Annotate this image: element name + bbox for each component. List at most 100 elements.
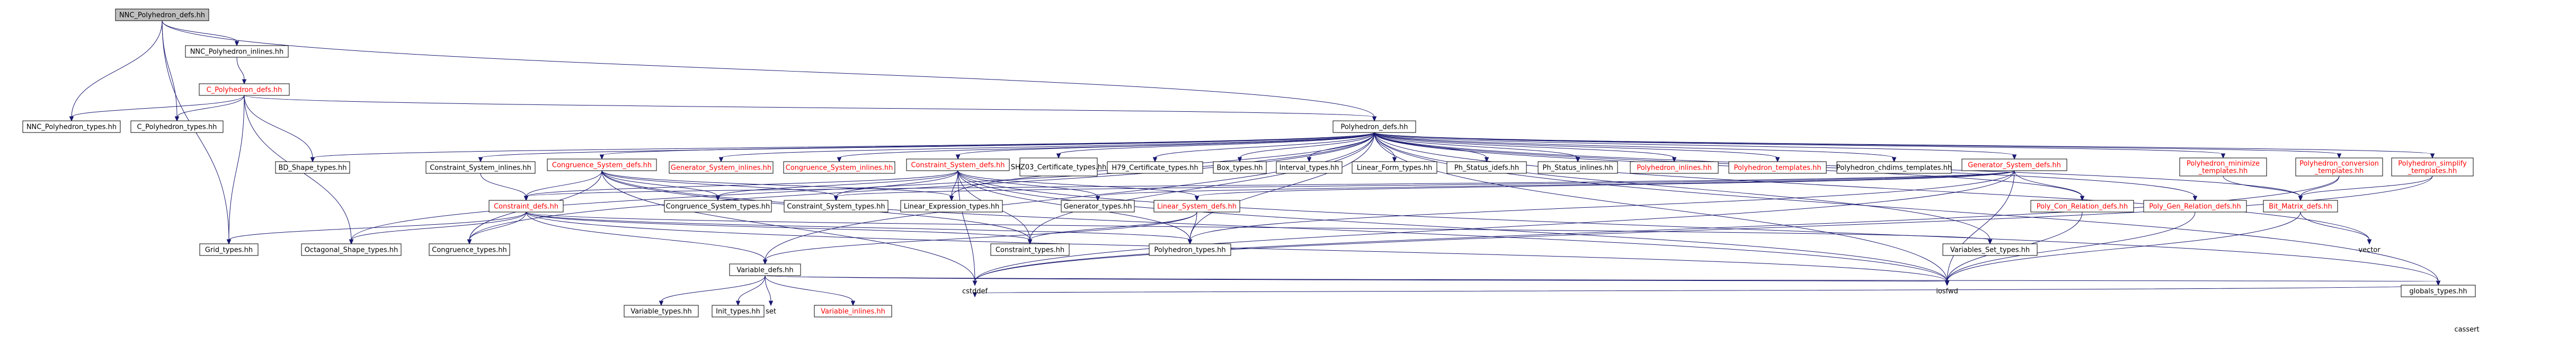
node-let[interactable]: Linear_Expression_types.hh — [900, 200, 1003, 213]
node-psimp[interactable]: Polyhedron_simplify_templates.hh — [2391, 157, 2474, 177]
edge-arrowhead — [1944, 280, 1950, 286]
node-cpt[interactable]: C_Polyhedron_types.hh — [130, 120, 224, 133]
edge-root-to-nncpt — [69, 20, 163, 122]
node-label: Ph_Status_inlines.hh — [1542, 164, 1613, 172]
node-h79[interactable]: H79_Certificate_types.hh — [1107, 161, 1203, 174]
node-ptpl[interactable]: Polyhedron_templates.hh — [1728, 161, 1827, 174]
node-initt[interactable]: Init_types.hh — [712, 305, 765, 317]
node-box — [712, 305, 765, 317]
node-label: iosfwd — [1936, 288, 1958, 296]
node-gsi[interactable]: Generator_System_inlines.hh — [669, 161, 774, 174]
node-csd[interactable]: Constraint_System_defs.hh — [906, 158, 1010, 171]
edge-line — [2014, 170, 2083, 197]
node-label: Constraint_defs.hh — [494, 203, 558, 211]
node-globals[interactable]: globals_types.hh — [2401, 285, 2476, 297]
edge-line — [228, 95, 245, 241]
edge-csi-to-cd — [480, 173, 529, 201]
node-label: Variable_inlines.hh — [821, 308, 885, 316]
node-label: Congruence_types.hh — [432, 246, 507, 254]
node-pcht[interactable]: Polyhedron_chdims_templates.hh — [1836, 161, 1952, 174]
node-congsi[interactable]: Congruence_System_inlines.hh — [783, 161, 895, 174]
edge-line — [244, 95, 1375, 118]
edge-arrowhead — [1891, 157, 1897, 163]
node-phsi[interactable]: Ph_Status_idefs.hh — [1446, 161, 1527, 174]
edge-arrowhead — [715, 196, 721, 201]
edge-gsd-to-cd — [523, 170, 2015, 201]
node-box — [425, 161, 536, 174]
edge-arrowhead — [972, 292, 978, 298]
node-bmd[interactable]: Bit_Matrix_defs.hh — [2263, 200, 2338, 213]
node-ct[interactable]: Constraint_types.hh — [990, 243, 1070, 256]
edge-arrowhead — [478, 157, 483, 163]
node-csi[interactable]: Constraint_System_inlines.hh — [425, 161, 536, 174]
node-label: SHZ03_Certificate_types.hh — [1011, 164, 1106, 172]
node-oct[interactable]: Octagonal_Shape_types.hh — [301, 243, 402, 256]
node-gt[interactable]: Generator_types.hh — [1061, 200, 1135, 213]
node-linform[interactable]: Linear_Form_types.hh — [1352, 161, 1437, 174]
edge-line — [162, 20, 1375, 118]
edge-pd-to-pin — [1374, 132, 1677, 163]
edge-vd-to-vin — [765, 275, 856, 306]
node-gsd[interactable]: Generator_System_defs.hh — [1961, 158, 2067, 171]
node-pcrd[interactable]: Poly_Con_Relation_defs.hh — [2030, 200, 2134, 213]
node-box — [1942, 243, 2038, 256]
edge-arrowhead — [1307, 157, 1312, 163]
node-cst[interactable]: Constraint_System_types.hh — [784, 200, 889, 213]
node-vst[interactable]: Variables_Set_types.hh — [1942, 243, 2038, 256]
edge-line — [2223, 175, 2301, 197]
edge-pd-to-phsin — [1374, 132, 1580, 163]
edge-arrowhead — [955, 154, 961, 160]
node-label: Polyhedron_templates.hh — [1734, 164, 1822, 172]
node-label: Variable_defs.hh — [736, 267, 793, 275]
node-bd[interactable]: BD_Shape_types.hh — [275, 161, 350, 174]
node-shz[interactable]: SHZ03_Certificate_types.hh — [1011, 157, 1106, 177]
node-pmin[interactable]: Polyhedron_minimize_templates.hh — [2179, 157, 2267, 177]
node-congst[interactable]: Congruence_System_types.hh — [664, 200, 772, 213]
edge-line — [1374, 132, 2433, 155]
node-label: Box_types.hh — [1216, 164, 1263, 172]
node-interval[interactable]: Interval_types.hh — [1276, 161, 1343, 174]
node-box — [2179, 157, 2267, 177]
node-pin[interactable]: Polyhedron_inlines.hh — [1630, 161, 1719, 174]
node-cd[interactable]: Constraint_defs.hh — [488, 200, 564, 213]
node-cpd[interactable]: C_Polyhedron_defs.hh — [199, 83, 290, 96]
node-label: Constraint_System_defs.hh — [911, 162, 1005, 170]
edge-pconv-to-cstddef — [972, 175, 2340, 286]
edge-arrowhead — [174, 116, 180, 122]
node-box — [669, 161, 774, 174]
node-vd[interactable]: Variable_defs.hh — [729, 263, 801, 276]
edge-arrowhead — [768, 301, 774, 306]
node-grid[interactable]: Grid_types.hh — [199, 243, 259, 256]
edge-cd-to-grid — [226, 211, 527, 245]
edge-arrowhead — [599, 154, 605, 160]
node-vt[interactable]: Variable_types.hh — [624, 305, 699, 317]
node-congsd[interactable]: Congruence_System_defs.hh — [547, 158, 657, 171]
node-box — [729, 263, 801, 276]
node-pgrd[interactable]: Poly_Gen_Relation_defs.hh — [2143, 200, 2247, 213]
node-box[interactable]: Box_types.hh — [1213, 161, 1267, 174]
node-label: Polyhedron_defs.hh — [1340, 124, 1408, 131]
edge-line — [601, 170, 837, 197]
node-label: Variables_Set_types.hh — [1950, 246, 2030, 254]
edge-line — [526, 170, 602, 197]
node-pconv[interactable]: Polyhedron_conversion_templates.hh — [2295, 157, 2383, 177]
node-nncpi[interactable]: NNC_Polyhedron_inlines.hh — [185, 45, 289, 58]
edge-line — [526, 170, 958, 197]
node-pt[interactable]: Polyhedron_types.hh — [1149, 243, 1231, 256]
edge-arrowhead — [2430, 153, 2435, 159]
node-label: Congruence_System_defs.hh — [552, 162, 652, 170]
node-phsin[interactable]: Ph_Status_inlines.hh — [1538, 161, 1618, 174]
edge-arrowhead — [226, 239, 232, 245]
node-lsd[interactable]: Linear_System_defs.hh — [1153, 200, 1240, 213]
edge-line — [717, 170, 958, 197]
edge-line — [957, 170, 1197, 197]
edge-csd-to-congst — [715, 170, 958, 201]
edge-line — [721, 132, 1375, 158]
node-pd[interactable]: Polyhedron_defs.hh — [1333, 120, 1416, 133]
node-vin[interactable]: Variable_inlines.hh — [814, 305, 892, 317]
node-congt[interactable]: Congruence_types.hh — [429, 243, 510, 256]
node-label: Ph_Status_idefs.hh — [1454, 164, 1519, 172]
edge-line — [738, 275, 766, 302]
node-nncpt[interactable]: NNC_Polyhedron_types.hh — [22, 120, 121, 133]
node-root[interactable]: NNC_Polyhedron_defs.hh — [115, 8, 209, 21]
